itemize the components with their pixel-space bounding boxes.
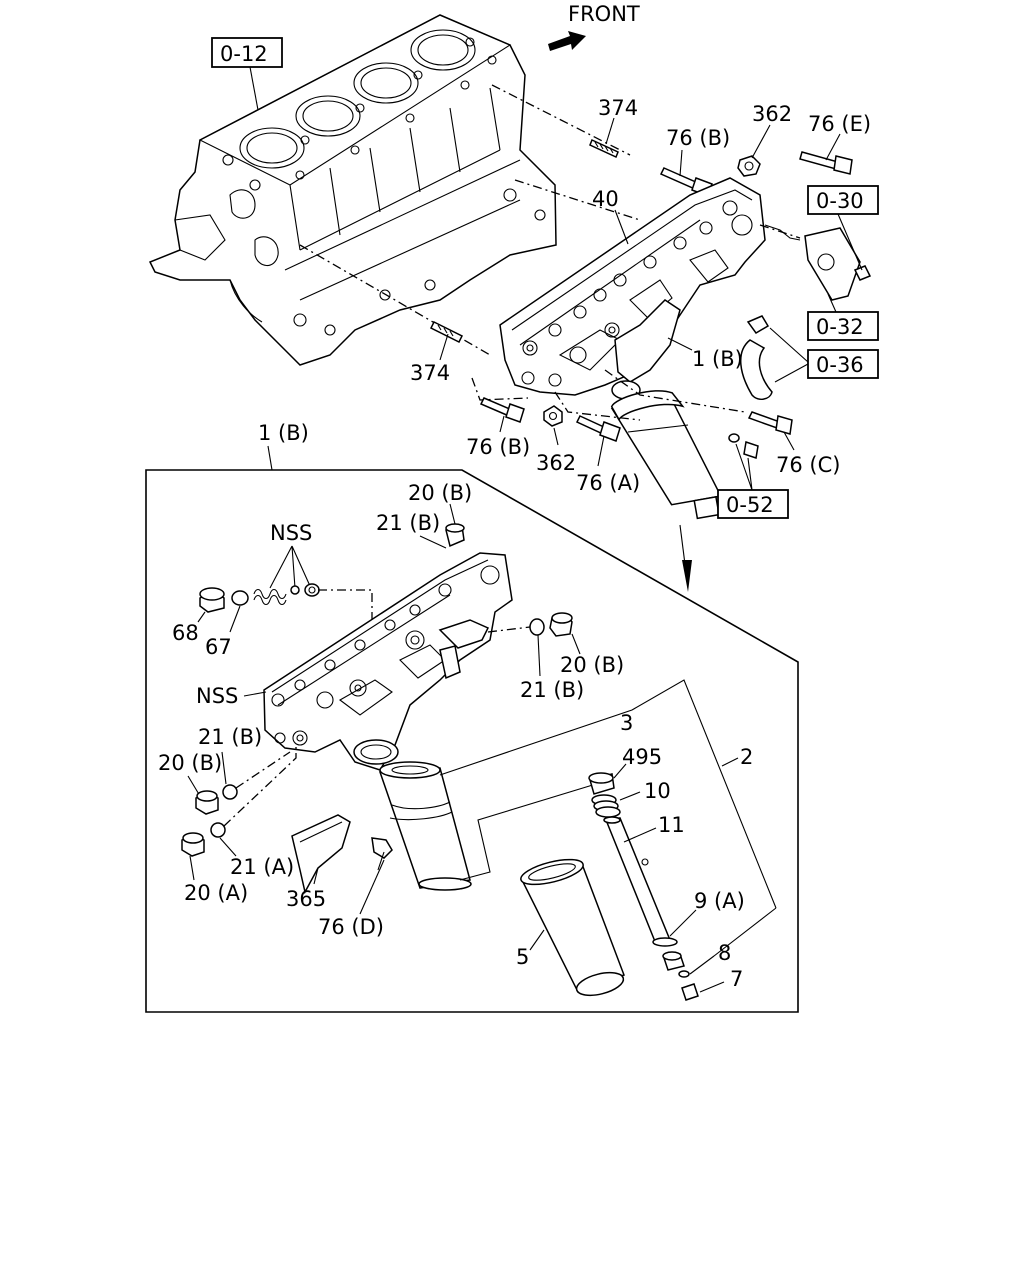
detail-frame (145, 469, 799, 1013)
label-1b-right: 1 (B) (692, 347, 743, 371)
ref-0-32: 0-32 (816, 315, 864, 339)
plug-20b-right (529, 612, 581, 677)
front-arrow-icon (548, 31, 586, 51)
bolt-76d (359, 837, 393, 915)
stud-374-bottom (429, 320, 464, 361)
label-68: 68 (172, 621, 199, 645)
label-20b-left: 20 (B) (158, 751, 222, 775)
label-20b-right: 20 (B) (560, 653, 624, 677)
engine-block: 0-12 (148, 14, 557, 366)
stud-374-top (589, 117, 619, 159)
gasket (804, 227, 872, 301)
label-3: 3 (620, 711, 633, 735)
center-tube-11 (603, 816, 678, 947)
label-374-bottom: 374 (410, 361, 450, 385)
ref-box-0-32 (807, 311, 879, 341)
label-362-top: 362 (752, 102, 792, 126)
ref-0-12: 0-12 (220, 42, 268, 66)
drain-fitting-8 (662, 951, 690, 978)
label-21a: 21 (A) (230, 855, 294, 879)
filter-canister-upper (610, 390, 722, 520)
drain-plug (728, 433, 759, 459)
label-9a: 9 (A) (694, 889, 745, 913)
seal-495 (588, 763, 627, 795)
label-nss-top: NSS (270, 521, 312, 545)
detail-title: 1 (B) (258, 421, 309, 445)
spring-set (253, 583, 320, 606)
label-8: 8 (718, 941, 731, 965)
ref-box-0-30 (807, 185, 879, 215)
label-2: 2 (740, 745, 753, 769)
front-label: FRONT (568, 2, 640, 26)
ref-0-36: 0-36 (816, 353, 864, 377)
filter-case-5 (520, 858, 625, 997)
plug-20b-top (445, 503, 465, 548)
ref-0-30: 0-30 (816, 189, 864, 213)
label-76e: 76 (E) (808, 112, 871, 136)
spring-10 (591, 791, 641, 818)
label-20b-top: 20 (B) (408, 481, 472, 505)
label-21b-left: 21 (B) (198, 725, 262, 749)
drain-plug-7 (681, 981, 725, 1001)
label-76c: 76 (C) (776, 453, 840, 477)
label-11: 11 (658, 813, 685, 837)
label-nss-left: NSS (196, 684, 238, 708)
label-365: 365 (286, 887, 326, 911)
label-76b-top: 76 (B) (666, 126, 730, 150)
housing-detail (263, 552, 513, 771)
oil-cooler-cover (499, 177, 766, 400)
nut-362-top (737, 124, 771, 177)
nut-362-bottom (543, 405, 563, 446)
label-10: 10 (644, 779, 671, 803)
label-76a: 76 (A) (576, 471, 640, 495)
connector-arrow-icon (682, 560, 692, 592)
ref-box-0-12 (211, 37, 283, 68)
bolt-76b-bottom (479, 397, 525, 433)
label-5: 5 (516, 945, 529, 969)
label-76b-bottom: 76 (B) (466, 435, 530, 459)
label-21b-top: 21 (B) (376, 511, 440, 535)
label-67: 67 (205, 635, 232, 659)
filter-element (378, 761, 472, 891)
ref-box-0-36 (807, 349, 879, 379)
label-7: 7 (730, 967, 743, 991)
ref-box-0-52 (717, 489, 789, 519)
label-40: 40 (592, 187, 619, 211)
plug-20b-left (195, 784, 238, 815)
plug-20a (181, 822, 237, 881)
bracket-365 (291, 814, 351, 895)
hose (739, 315, 773, 400)
label-76d: 76 (D) (318, 915, 384, 939)
plug-68 (197, 587, 249, 633)
bolt-76e (799, 133, 853, 175)
label-495: 495 (622, 745, 662, 769)
label-374-top: 374 (598, 96, 638, 120)
label-20a: 20 (A) (184, 881, 248, 905)
ref-0-52: 0-52 (726, 493, 774, 517)
label-362-bottom: 362 (536, 451, 576, 475)
bolt-76c (747, 411, 795, 451)
bolt-76a (575, 415, 621, 467)
label-21b-right: 21 (B) (520, 678, 584, 702)
